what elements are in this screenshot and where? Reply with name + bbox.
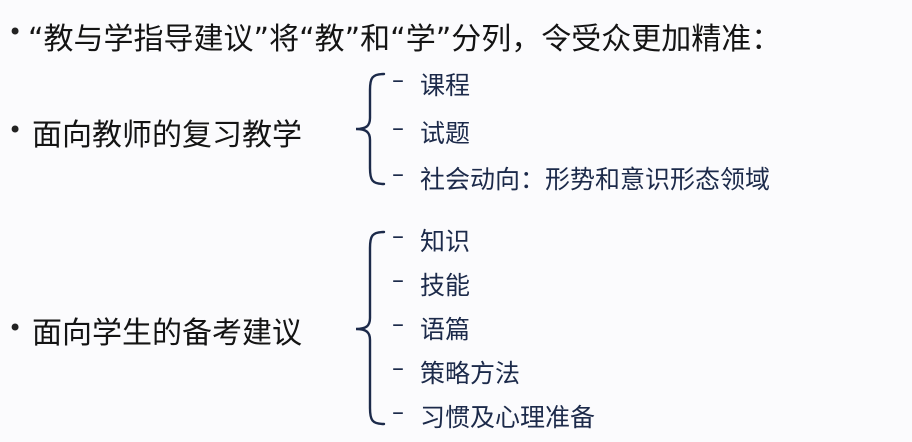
left-brace-icon [355,72,386,186]
teacher-item-text: 社会动向：形势和意识形态领域 [420,165,771,194]
dash-icon: – [392,160,404,188]
student-item-text: 语篇 [420,315,471,344]
intro-text: “教与学指导建议”将“教”和“学”分列，令受众更加精准： [28,22,782,57]
dash-icon: – [392,266,404,294]
dash-icon: – [392,114,404,142]
teacher-label: 面向教师的复习教学 [32,118,302,153]
student-item-text: 知识 [420,227,471,256]
student-item-text: 策略方法 [420,359,521,388]
teacher-item-text: 课程 [420,71,471,100]
dash-icon: – [392,310,404,338]
dash-icon: – [392,66,404,94]
dash-icon: – [392,354,404,382]
student-item-text: 技能 [420,271,471,300]
student-label: 面向学生的备考建议 [32,316,302,351]
bullet-icon: • [8,116,23,144]
bullet-icon: • [8,314,23,342]
dash-icon: – [392,398,404,426]
student-item-text: 习惯及心理准备 [420,403,596,432]
left-brace-icon [355,230,386,426]
bullet-icon: • [8,18,23,46]
teacher-item-text: 试题 [420,119,471,148]
dash-icon: – [392,222,404,250]
